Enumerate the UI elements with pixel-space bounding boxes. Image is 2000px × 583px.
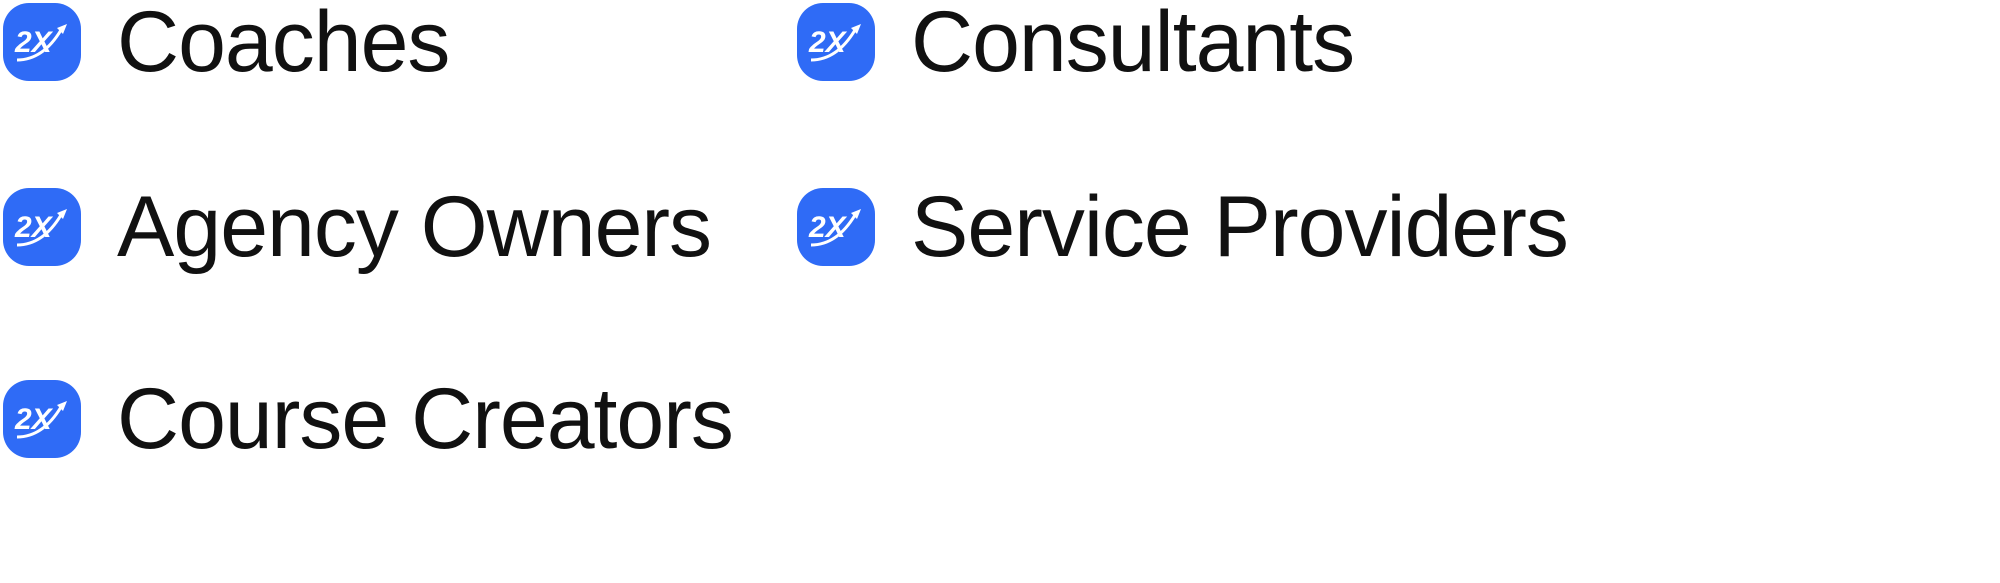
audience-label: Consultants	[911, 0, 1355, 90]
audience-label: Service Providers	[911, 179, 1569, 275]
svg-text:2X: 2X	[14, 26, 54, 59]
audience-item-service-providers: 2X Service Providers	[797, 179, 1569, 275]
svg-text:2X: 2X	[808, 26, 848, 59]
audience-item-coaches: 2X Coaches	[3, 0, 450, 90]
2x-logo-icon: 2X	[3, 188, 81, 266]
audience-label: Coaches	[117, 0, 450, 90]
2x-logo-icon: 2X	[797, 3, 875, 81]
svg-text:2X: 2X	[14, 211, 54, 244]
svg-text:2X: 2X	[808, 211, 848, 244]
audience-label: Course Creators	[117, 371, 734, 467]
2x-logo-icon: 2X	[3, 3, 81, 81]
audience-item-consultants: 2X Consultants	[797, 0, 1355, 90]
svg-text:2X: 2X	[14, 403, 54, 436]
audience-item-agency-owners: 2X Agency Owners	[3, 179, 712, 275]
audience-label: Agency Owners	[117, 179, 712, 275]
audience-item-course-creators: 2X Course Creators	[3, 371, 734, 467]
2x-logo-icon: 2X	[797, 188, 875, 266]
2x-logo-icon: 2X	[3, 380, 81, 458]
